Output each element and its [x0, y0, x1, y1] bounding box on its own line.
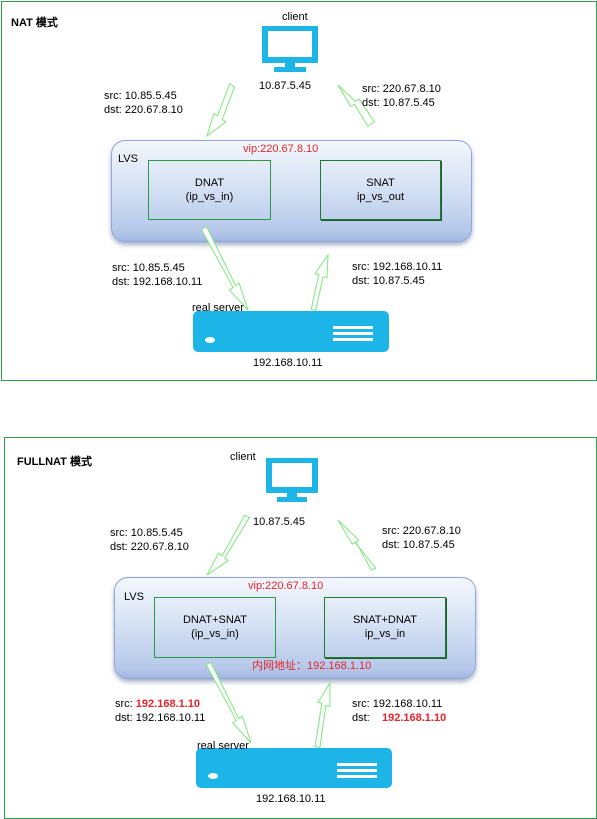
fullnat-vip-label: vip:220.67.8.10: [248, 580, 324, 592]
nat-lvs-label: LVS: [118, 153, 138, 165]
nat-server-icon: [193, 311, 389, 352]
fullnat-mode-title: FULLNAT 模式: [17, 456, 92, 468]
fullnat-up-dst-value: 192.168.1.10: [381, 712, 447, 724]
fullnat-request-arrow-icon: [206, 514, 251, 576]
fullnat-down-src: src: 192.168.1.10: [115, 697, 200, 711]
nat-dnat-line2: (ip_vs_in): [185, 191, 234, 203]
fullnat-response-dst: dst: 10.87.5.45: [382, 539, 455, 551]
fullnat-dnat-line2: (ip_vs_in): [191, 628, 239, 640]
nat-up-src: src: 192.168.10.11: [352, 261, 443, 273]
fullnat-lvs-label: LVS: [124, 591, 144, 603]
nat-down-src: src: 10.85.5.45: [112, 262, 185, 274]
nat-up-dst: dst: 10.87.5.45: [352, 275, 425, 287]
fullnat-down-dst: dst: 192.168.10.11: [115, 712, 206, 724]
fullnat-dnat-line1: DNAT+SNAT: [182, 614, 248, 626]
nat-up-arrow-icon: [310, 253, 329, 312]
nat-client-label: client: [282, 11, 308, 23]
fullnat-response-arrow-icon: [337, 519, 377, 571]
fullnat-response-src: src: 220.67.8.10: [382, 525, 461, 537]
fullnat-request-dst: dst: 220.67.8.10: [110, 541, 189, 553]
fullnat-up-dst-key: dst:: [352, 712, 370, 724]
fullnat-snat-line2: ip_vs_in: [364, 628, 406, 640]
nat-down-arrow-icon: [200, 225, 249, 311]
fullnat-lvs-box: [114, 577, 476, 679]
nat-snat-box: [320, 160, 441, 220]
fullnat-snat-line1: SNAT+DNAT: [352, 614, 418, 626]
fullnat-up-dst: dst: 192.168.1.10: [352, 711, 446, 725]
nat-request-arrow-icon: [206, 82, 236, 138]
nat-client-ip: 10.87.5.45: [259, 80, 311, 92]
fullnat-down-arrow-icon: [205, 661, 252, 744]
fullnat-up-arrow-icon: [314, 681, 331, 749]
nat-vip-label: vip:220.67.8.10: [243, 143, 319, 155]
fullnat-inner-address: 内网地址：192.168.1.10: [252, 660, 372, 672]
nat-server-ip: 192.168.10.11: [253, 357, 323, 369]
nat-down-dst: dst: 192.168.10.11: [112, 276, 203, 288]
fullnat-server-icon: [196, 748, 392, 788]
nat-mode-title: NAT 模式: [11, 17, 58, 29]
nat-server-label: real server: [192, 302, 244, 314]
fullnat-server-ip: 192.168.10.11: [256, 793, 326, 805]
fullnat-server-label: real server: [197, 740, 249, 752]
fullnat-client-ip: 10.87.5.45: [253, 516, 305, 528]
fullnat-client-monitor-icon: [266, 458, 318, 502]
nat-dnat-line1: DNAT: [194, 177, 225, 189]
nat-request-src: src: 10.85.5.45: [104, 90, 177, 102]
fullnat-client-label: client: [230, 451, 256, 463]
nat-client-monitor-icon: [262, 26, 318, 72]
nat-response-arrow-icon: [337, 84, 375, 127]
nat-dnat-box: [148, 160, 271, 220]
fullnat-up-src: src: 192.168.10.11: [352, 698, 443, 710]
nat-response-dst: dst: 10.87.5.45: [362, 97, 435, 109]
fullnat-down-src-value: 192.168.1.10: [135, 698, 201, 710]
fullnat-down-src-key: src:: [115, 698, 133, 710]
fullnat-snat-box: [324, 597, 446, 658]
nat-response-src: src: 220.67.8.10: [362, 83, 441, 95]
nat-lvs-box: [111, 140, 472, 242]
nat-snat-line1: SNAT: [366, 177, 395, 189]
nat-request-dst: dst: 220.67.8.10: [104, 104, 183, 116]
fullnat-request-src: src: 10.85.5.45: [110, 527, 183, 539]
nat-snat-line2: ip_vs_out: [356, 191, 405, 203]
fullnat-dnat-box: [154, 597, 276, 658]
